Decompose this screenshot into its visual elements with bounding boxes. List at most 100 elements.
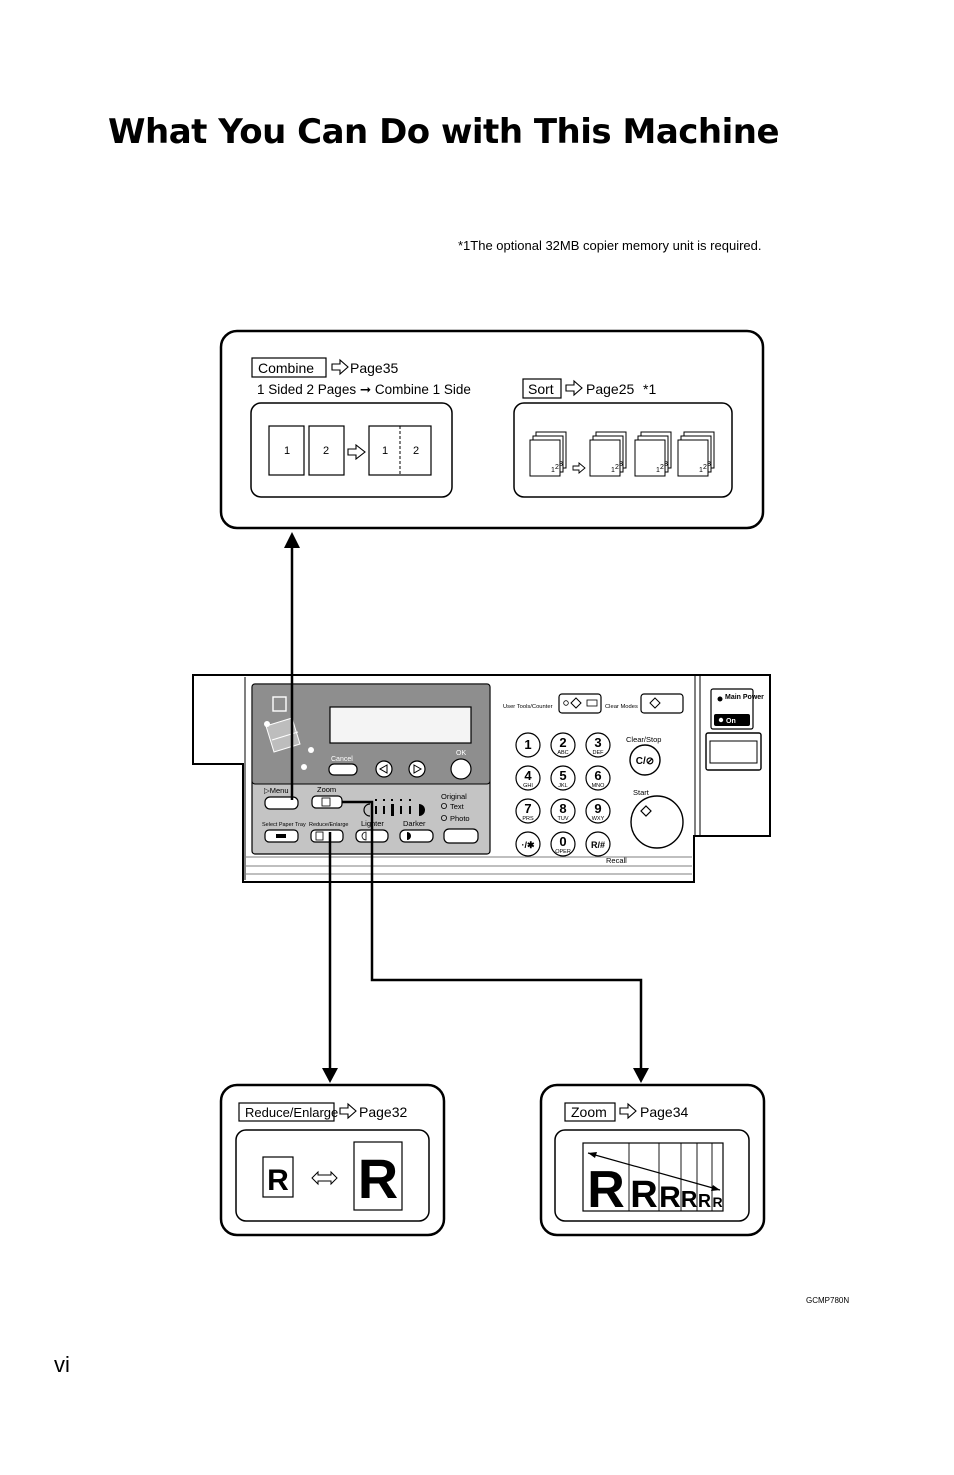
- keypad-key-number: 8: [559, 801, 566, 816]
- combine-page-label: 2: [323, 445, 329, 457]
- keypad-key-letters: ABC: [557, 750, 568, 756]
- zoom-r-letter: R: [698, 1191, 711, 1211]
- ok-label: OK: [456, 750, 466, 757]
- user-tools-indicator: [563, 700, 569, 706]
- keypad-key-letters: WXY: [592, 816, 605, 822]
- keypad-key[interactable]: [515, 831, 541, 857]
- keypad-key[interactable]: [550, 765, 576, 791]
- reduce-enlarge-key: [238, 1102, 335, 1122]
- zoom-label: Zoom: [317, 785, 336, 794]
- sort-stack-label: 2: [555, 464, 559, 471]
- zoom-ref-arrow-icon: [619, 1102, 637, 1120]
- zoom-r-letter: R: [630, 1174, 657, 1216]
- sort-stack-label: 2: [660, 464, 664, 471]
- text-indicator: [440, 803, 447, 810]
- right-arrow-button[interactable]: [408, 760, 426, 778]
- select-paper-tray-label: Select Paper Tray: [262, 822, 306, 828]
- left-arrow-button[interactable]: [375, 760, 393, 778]
- combine-key: [251, 357, 327, 378]
- page-number: vi: [54, 1352, 70, 1377]
- start-button[interactable]: [630, 795, 684, 849]
- reduce-enlarge-ref-arrow-icon: [339, 1102, 357, 1120]
- keypad-key[interactable]: [515, 765, 541, 791]
- reduce-enlarge-key-label: Reduce/Enlarge: [245, 1105, 338, 1120]
- sort-stack-label: 3: [664, 461, 668, 468]
- reduce-enlarge-button[interactable]: [310, 829, 344, 843]
- start-icon: [640, 805, 652, 817]
- keypad-key[interactable]: [550, 732, 576, 758]
- clear-stop-label: Clear/Stop: [626, 735, 661, 744]
- sort-ref-arrow-icon: [565, 379, 583, 397]
- on-label: On: [726, 718, 736, 725]
- keypad-key-letters: OPER: [555, 849, 571, 855]
- menu-button[interactable]: [264, 796, 299, 810]
- keypad-key-letters: GHI: [523, 783, 533, 789]
- keypad-key[interactable]: [515, 732, 541, 758]
- figure-code: GCMP780N: [806, 1296, 850, 1305]
- keypad-key[interactable]: [585, 732, 611, 758]
- zoom-page-ref: Page34: [640, 1104, 688, 1120]
- sort-stack-label: 3: [707, 461, 711, 468]
- zoom-icon: [321, 797, 331, 807]
- clear-stop-button[interactable]: [629, 744, 661, 776]
- combine-page-label: 1: [284, 445, 290, 457]
- user-tools-label: User Tools/Counter: [503, 704, 553, 710]
- sort-stack-label: 3: [619, 461, 623, 468]
- clear-stop-icon: C/⊘: [636, 756, 654, 767]
- text-mode-label: Text: [450, 802, 465, 811]
- combine-page: [268, 425, 305, 476]
- left-arrow-icon: [378, 764, 388, 774]
- keypad-key[interactable]: [585, 798, 611, 824]
- sort-arrow-icon: [572, 462, 586, 474]
- zoom-key-label: Zoom: [571, 1104, 607, 1120]
- control-panel: Cancel OK ▷Menu Zoom Select Paper Tray R…: [192, 674, 771, 883]
- zoom-key: [564, 1102, 616, 1122]
- combine-result-arrow-icon: [347, 443, 366, 461]
- keypad-key-number: 1: [524, 737, 531, 752]
- keypad-key[interactable]: [515, 798, 541, 824]
- reduce-enlarge-icon: [315, 831, 324, 841]
- keypad-key[interactable]: [585, 765, 611, 791]
- keypad-key[interactable]: [550, 798, 576, 824]
- ok-button[interactable]: [450, 758, 472, 780]
- keypad-key-number: 2: [559, 735, 566, 750]
- paper-tray-icon: [276, 834, 286, 838]
- zoom-r-letter: R: [659, 1181, 681, 1214]
- keypad-key-number: 6: [594, 768, 601, 783]
- combine-page-ref: Page35: [350, 360, 398, 376]
- zoom-r-letter: R: [587, 1161, 625, 1219]
- sort-key: [522, 378, 562, 399]
- keypad-key-letters: TUV: [558, 816, 569, 822]
- double-arrow-icon: [311, 1170, 338, 1186]
- clear-modes-button[interactable]: [640, 693, 684, 714]
- combine-page-label: 1: [382, 445, 388, 457]
- combine-sort-box: Combine Page35 1 Sided 2 Pages ➞ Combine…: [219, 329, 765, 530]
- combine-caption: 1 Sided 2 Pages ➞ Combine 1 Side: [257, 382, 471, 397]
- darker-button[interactable]: [399, 829, 434, 843]
- keypad-key-number: ·/✱: [521, 840, 534, 850]
- combine-page: [308, 425, 345, 476]
- original-label: Original: [441, 792, 467, 801]
- clear-modes-icon: [649, 697, 661, 709]
- sort-stack-label: 1: [699, 467, 703, 474]
- reduce-enlarge-label: Reduce/Enlarge: [309, 822, 348, 828]
- cancel-button[interactable]: [328, 763, 358, 776]
- photo-indicator: [440, 815, 447, 822]
- zoom-r-letter: R: [681, 1186, 698, 1212]
- small-r-letter: R: [267, 1164, 289, 1197]
- keypad-key-number: R/#: [591, 840, 605, 850]
- keypad-key[interactable]: [585, 831, 611, 857]
- sort-page-ref: Page25: [586, 381, 634, 397]
- photo-mode-label: Photo: [450, 814, 470, 823]
- keypad-key[interactable]: [550, 831, 576, 857]
- sort-stack-label: 2: [615, 464, 619, 471]
- original-type-button[interactable]: [443, 828, 479, 844]
- sort-stack-label: 3: [559, 461, 563, 468]
- keypad-key-number: 7: [524, 801, 531, 816]
- clear-modes-label: Clear Modes: [605, 704, 638, 710]
